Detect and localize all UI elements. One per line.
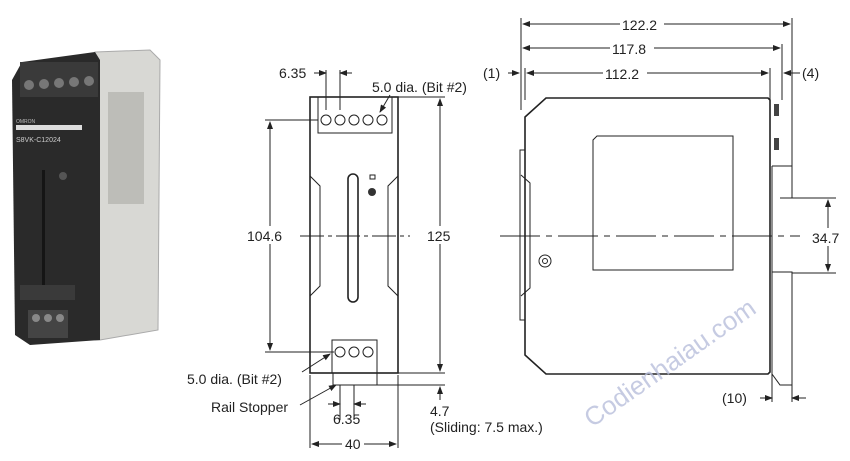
label-rail-stopper: Rail Stopper bbox=[211, 399, 288, 415]
dim-stopper-offset: 4.7 bbox=[430, 403, 450, 419]
dim-pitch-top: 6.35 bbox=[279, 65, 306, 81]
dim-height-total: 125 bbox=[427, 228, 451, 244]
dim-height-terminals: 104.6 bbox=[247, 228, 282, 244]
product-brand-label: OMRON bbox=[16, 119, 36, 125]
dim-rail-height: 34.7 bbox=[812, 230, 839, 246]
dim-pitch-bottom: 6.35 bbox=[333, 411, 360, 427]
side-view-drawing bbox=[500, 18, 836, 402]
dim-screw-bottom: 5.0 dia. (Bit #2) bbox=[187, 371, 282, 387]
dim-depth-mid: 117.8 bbox=[612, 41, 646, 57]
dim-depth-total: 122.2 bbox=[622, 17, 657, 33]
dim-stopper-sliding: (Sliding: 7.5 max.) bbox=[430, 419, 543, 435]
dim-screw-top: 5.0 dia. (Bit #2) bbox=[372, 79, 467, 95]
dim-offset-left: (1) bbox=[483, 65, 500, 81]
dim-offset-right: (4) bbox=[802, 65, 819, 81]
front-view-drawing bbox=[265, 70, 445, 448]
watermark: Codienhaiau.com bbox=[578, 292, 761, 433]
product-photo: S8VK-C12024 OMRON bbox=[12, 49, 161, 345]
product-model-label: S8VK-C12024 bbox=[16, 137, 61, 144]
dim-width: 40 bbox=[345, 436, 361, 452]
dim-depth-body: 112.2 bbox=[605, 66, 639, 82]
dim-rail-offset: (10) bbox=[722, 390, 747, 406]
